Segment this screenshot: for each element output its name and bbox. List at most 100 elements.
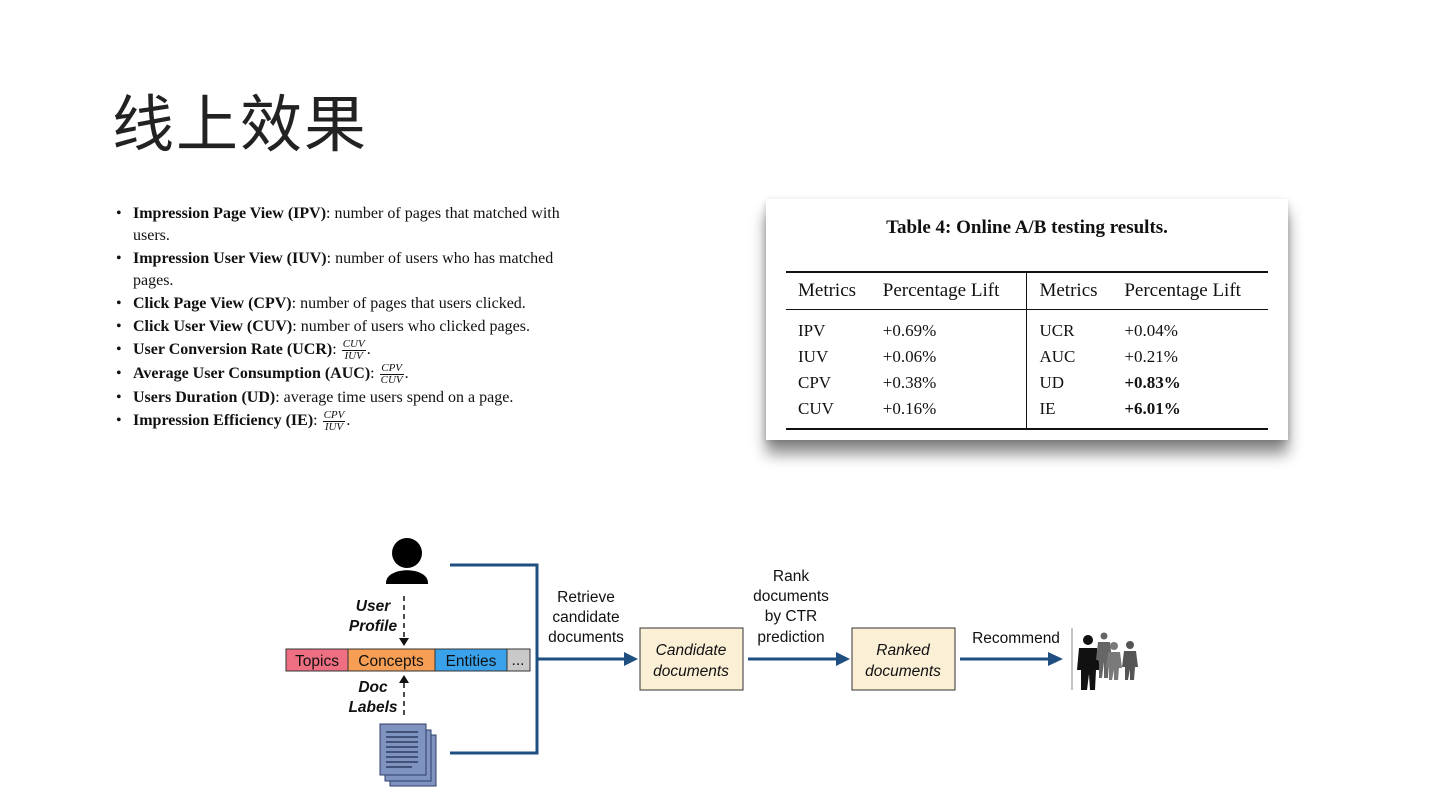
ab-test-table: Metrics Percentage Lift Metrics Percenta… — [786, 271, 1268, 430]
metric-cell: AUC — [1026, 344, 1113, 370]
table-row: CPV +0.38% UD +0.83% — [786, 370, 1268, 396]
rank-label-1: Rank — [773, 568, 809, 585]
metric-term: User Conversion Rate (UCR) — [133, 341, 333, 359]
term-separator: : — [275, 389, 280, 406]
metric-description: average time users spend on a page. — [279, 389, 514, 406]
metric-cell: CUV — [798, 399, 834, 418]
user-profile-label-2: Profile — [349, 618, 398, 635]
term-separator: : — [370, 365, 375, 383]
header-metrics: Metrics — [1026, 272, 1113, 310]
user-profile-label-1: User — [356, 598, 391, 615]
metric-term: Impression Page View (IPV) — [133, 205, 327, 222]
ranked-box-label-2: documents — [865, 663, 941, 680]
doc-labels-label-1: Doc — [358, 679, 388, 696]
lift-cell: +0.69% — [882, 321, 937, 340]
metric-cell: IPV — [798, 321, 826, 340]
metric-definition-item: Click Page View (CPV): number of pages t… — [116, 293, 596, 315]
metric-term: Impression Efficiency (IE) — [133, 412, 314, 430]
formula-numerator: CPV — [322, 409, 346, 422]
ranked-box-label-1: Ranked — [876, 642, 931, 659]
metric-cell: UD — [1026, 370, 1113, 396]
rank-label-3: by CTR — [765, 608, 818, 625]
table-header-row: Metrics Percentage Lift Metrics Percenta… — [786, 272, 1268, 310]
formula-numerator: CPV — [379, 362, 404, 375]
table-row: IPV +0.69% UCR +0.04% — [786, 309, 1268, 344]
lift-cell: +0.38% — [882, 373, 937, 392]
table-caption: Table 4: Online A/B testing results. — [886, 217, 1168, 238]
arrow-heads — [624, 652, 1063, 666]
audience-people-icon — [1071, 628, 1138, 690]
retrieve-label-3: documents — [548, 629, 624, 646]
recommend-label: Recommend — [972, 630, 1060, 647]
pipeline-connector — [450, 563, 1052, 755]
retrieve-label-1: Retrieve — [557, 589, 615, 606]
tag-more — [506, 648, 531, 672]
term-separator: : — [326, 250, 332, 267]
metric-definition-item: Users Duration (UD): average time users … — [116, 387, 596, 409]
metric-cell: CPV — [798, 373, 832, 392]
metric-definition-item: Impression User View (IUV): number of us… — [116, 248, 596, 292]
lift-cell: +0.83% — [1124, 373, 1181, 392]
metric-description: number of pages that users clicked. — [296, 295, 526, 312]
doc-labels-label-2: Labels — [348, 699, 397, 716]
arrow-head-down — [399, 638, 409, 646]
lift-cell: +6.01% — [1124, 399, 1181, 418]
header-percentage-lift: Percentage Lift — [870, 272, 1027, 310]
candidate-box-label-1: Candidate — [656, 642, 727, 659]
ab-test-table-card: Table 4: Online A/B testing results. Met… — [766, 199, 1288, 440]
user-icon — [386, 538, 428, 584]
arrow-head-up — [399, 675, 409, 683]
header-percentage-lift: Percentage Lift — [1112, 272, 1268, 310]
tag-more-label: ... — [512, 652, 525, 669]
rank-label-2: documents — [753, 588, 829, 605]
metric-term: Impression User View (IUV) — [133, 250, 327, 267]
metric-term: Average User Consumption (AUC) — [133, 365, 371, 383]
metric-description: number of users who has matched pages. — [133, 250, 554, 289]
table-row: CUV +0.16% IE +6.01% — [786, 396, 1268, 429]
tag-topics-label: Topics — [295, 653, 339, 670]
ranked-documents-box — [851, 627, 956, 691]
metric-definitions: Impression Page View (IPV): number of pa… — [116, 203, 596, 434]
term-separator: : — [313, 412, 318, 430]
lift-cell: +0.06% — [882, 347, 937, 366]
slide-title: 线上效果 — [112, 88, 369, 161]
term-separator: : — [326, 205, 331, 222]
lift-cell: +0.21% — [1124, 347, 1178, 366]
tag-concepts-label: Concepts — [358, 653, 424, 670]
documents-icon — [379, 723, 437, 787]
retrieve-label-2: candidate — [552, 609, 619, 626]
formula-denominator: IUV — [344, 350, 363, 362]
metric-term: Click User View (CUV) — [133, 318, 293, 335]
term-separator: : — [291, 295, 297, 312]
metric-description: number of users who clicked pages. — [296, 318, 530, 335]
term-separator: : — [332, 341, 337, 359]
tag-entities-label: Entities — [446, 653, 497, 670]
formula-denominator: CUV — [380, 374, 403, 386]
metric-term: Click Page View (CPV) — [133, 295, 292, 312]
header-metrics: Metrics — [786, 272, 871, 310]
candidate-documents-box — [639, 627, 744, 691]
label-tags-bar: Topics Concepts Entities ... — [285, 648, 531, 672]
term-separator: : — [292, 318, 297, 335]
metric-term: Users Duration (UD) — [133, 389, 276, 406]
candidate-box-label-2: documents — [653, 663, 729, 680]
metric-definition-item: Click User View (CUV): number of users w… — [116, 316, 596, 338]
lift-cell: +0.04% — [1124, 321, 1178, 340]
metric-description: number of pages that matched with users. — [133, 205, 560, 244]
table-row: IUV +0.06% AUC +0.21% — [786, 344, 1268, 370]
metric-cell: IE — [1026, 396, 1113, 429]
metric-definition-item: Impression Page View (IPV): number of pa… — [116, 203, 596, 247]
metric-cell: UCR — [1026, 309, 1113, 344]
lift-cell: +0.16% — [882, 399, 937, 418]
formula-denominator: IUV — [324, 421, 344, 433]
metric-cell: IUV — [798, 347, 829, 366]
rank-label-4: prediction — [757, 629, 824, 646]
formula-numerator: CUV — [341, 338, 366, 351]
